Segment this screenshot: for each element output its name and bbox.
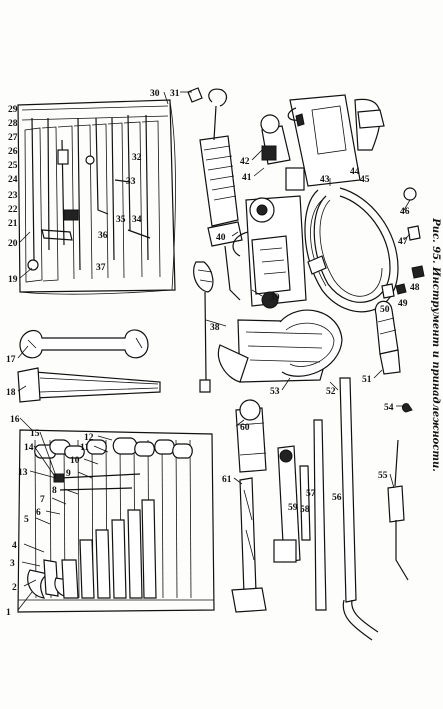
callout-57: 57 bbox=[306, 489, 316, 499]
wrench-17 bbox=[19, 329, 149, 359]
grease-gun-40 bbox=[199, 88, 243, 301]
lever-57 bbox=[313, 419, 327, 611]
callout-26: 26 bbox=[8, 147, 18, 157]
callout-41: 41 bbox=[242, 173, 252, 183]
callout-37: 37 bbox=[96, 263, 106, 273]
tire-gauge-42 bbox=[260, 114, 291, 165]
callout-2: 2 bbox=[12, 583, 17, 593]
part-48 bbox=[411, 265, 425, 279]
callout-40: 40 bbox=[216, 233, 226, 243]
part-49 bbox=[395, 283, 407, 295]
callout-28: 28 bbox=[8, 119, 18, 129]
callout-56: 56 bbox=[332, 493, 342, 503]
callout-9: 9 bbox=[66, 469, 71, 479]
callout-39: 39 bbox=[270, 293, 280, 303]
part-54 bbox=[401, 403, 413, 413]
callout-54: 54 bbox=[384, 403, 394, 413]
callout-36: 36 bbox=[98, 231, 108, 241]
callout-42: 42 bbox=[240, 157, 250, 167]
callout-58: 58 bbox=[300, 505, 310, 515]
part-46 bbox=[403, 187, 417, 201]
crank-55 bbox=[387, 439, 409, 581]
hammer-61 bbox=[231, 477, 267, 613]
callout-30: 30 bbox=[150, 89, 160, 99]
wrench-roll-bottom bbox=[17, 429, 215, 613]
callout-59: 59 bbox=[288, 503, 298, 513]
callout-3: 3 bbox=[10, 559, 15, 569]
callout-24: 24 bbox=[8, 175, 18, 185]
box-wrench-18 bbox=[17, 367, 161, 403]
callout-labels: 1 2 3 4 5 6 7 8 9 10 11 12 13 14 15 16 1… bbox=[6, 89, 420, 618]
bar-58 bbox=[299, 465, 311, 541]
lever-56 bbox=[339, 377, 379, 641]
callout-4: 4 bbox=[12, 541, 17, 551]
callout-27: 27 bbox=[8, 133, 18, 143]
callout-20: 20 bbox=[8, 239, 18, 249]
callout-21: 21 bbox=[8, 219, 18, 229]
callout-23: 23 bbox=[8, 191, 18, 201]
callout-50: 50 bbox=[380, 305, 390, 315]
part-47 bbox=[407, 225, 421, 241]
callout-32: 32 bbox=[132, 153, 142, 163]
callout-11: 11 bbox=[80, 443, 89, 453]
hose-44-45 bbox=[304, 187, 399, 313]
callout-55: 55 bbox=[378, 471, 388, 481]
jack-43 bbox=[287, 94, 385, 187]
callout-33: 33 bbox=[126, 177, 136, 187]
callout-8: 8 bbox=[52, 486, 57, 496]
callout-5: 5 bbox=[24, 515, 29, 525]
handle-38 bbox=[193, 261, 214, 393]
callout-51: 51 bbox=[362, 375, 372, 385]
callout-45: 45 bbox=[360, 175, 370, 185]
part-50 bbox=[381, 283, 395, 299]
pin-31 bbox=[187, 87, 203, 103]
callout-43: 43 bbox=[320, 175, 330, 185]
callout-1: 1 bbox=[6, 608, 11, 618]
tool-roll-top bbox=[17, 99, 176, 295]
part-41 bbox=[285, 167, 305, 191]
callout-60: 60 bbox=[240, 423, 250, 433]
callout-53: 53 bbox=[270, 387, 280, 397]
callout-14: 14 bbox=[24, 443, 34, 453]
callout-52: 52 bbox=[326, 387, 336, 397]
leader-lines bbox=[17, 91, 411, 611]
callout-35: 35 bbox=[116, 215, 126, 225]
callout-22: 22 bbox=[8, 205, 18, 215]
callout-44: 44 bbox=[350, 167, 360, 177]
callout-38: 38 bbox=[210, 323, 220, 333]
callout-18: 18 bbox=[6, 388, 16, 398]
callout-7: 7 bbox=[40, 495, 45, 505]
callout-34: 34 bbox=[132, 215, 142, 225]
callout-19: 19 bbox=[8, 275, 18, 285]
figure-caption: Рис. 95. Инструмент и принадлежности. bbox=[430, 217, 441, 471]
callout-25: 25 bbox=[8, 161, 18, 171]
callout-17: 17 bbox=[6, 355, 16, 365]
callout-61: 61 bbox=[222, 475, 232, 485]
tarp-52-53 bbox=[217, 309, 343, 383]
callout-16: 16 bbox=[10, 415, 20, 425]
callout-29: 29 bbox=[8, 105, 18, 115]
spanner-59 bbox=[273, 445, 301, 563]
callout-46: 46 bbox=[400, 207, 410, 217]
callout-6: 6 bbox=[36, 508, 41, 518]
callout-13: 13 bbox=[18, 468, 28, 478]
callout-49: 49 bbox=[398, 299, 408, 309]
socket-60 bbox=[235, 399, 267, 473]
grease-cup-51 bbox=[374, 300, 401, 375]
callout-10: 10 bbox=[70, 456, 80, 466]
callout-47: 47 bbox=[398, 237, 408, 247]
callout-48: 48 bbox=[410, 283, 420, 293]
callout-12: 12 bbox=[84, 433, 94, 443]
pump-39-41 bbox=[232, 195, 307, 309]
callout-31: 31 bbox=[170, 89, 180, 99]
callout-15: 15 bbox=[30, 429, 40, 439]
